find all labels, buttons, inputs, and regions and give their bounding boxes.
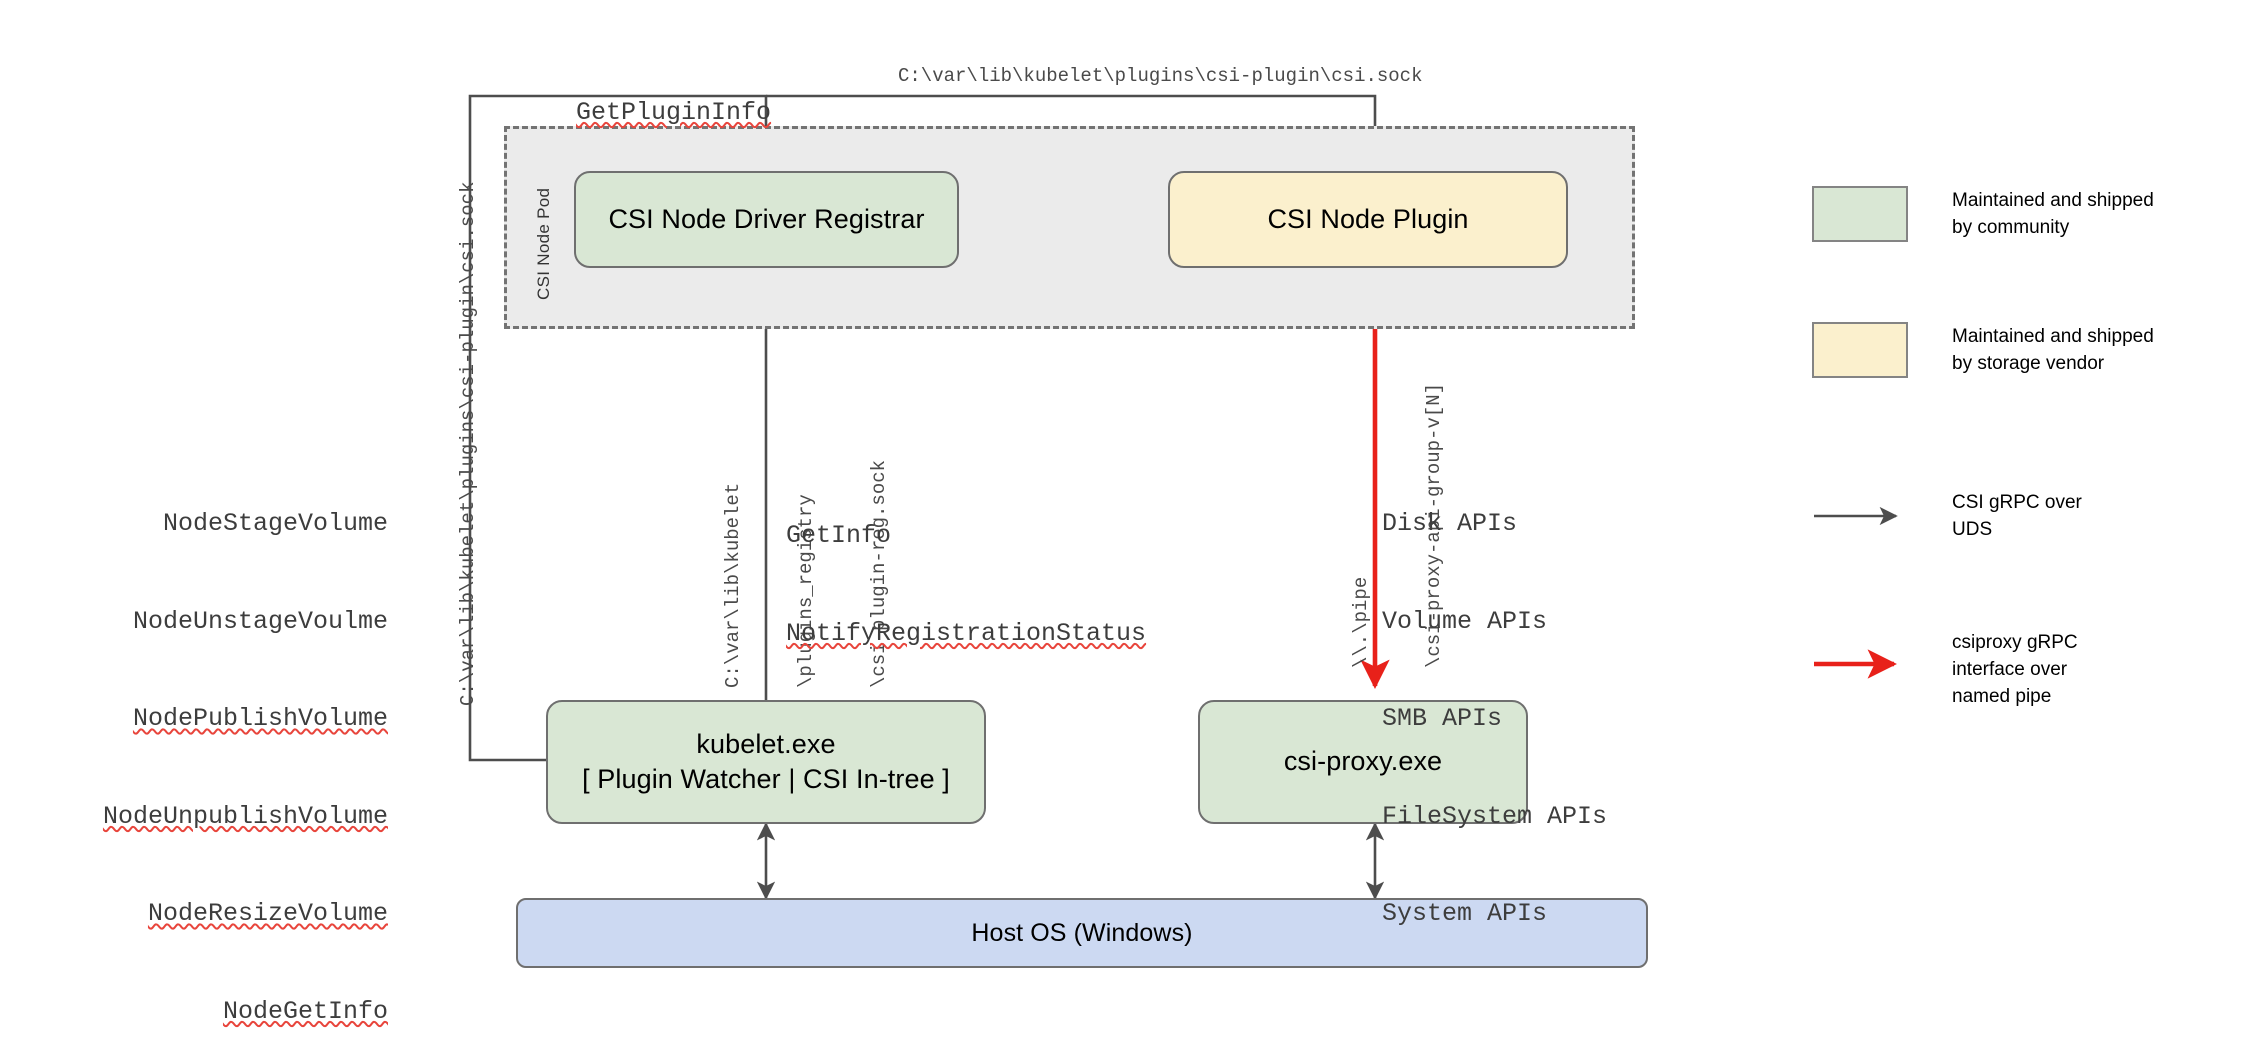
- legend-item-csiproxy-named-pipe: csiproxy gRPC interface over named pipe: [1812, 630, 2232, 711]
- api-disk: Disk APIs: [1382, 509, 1518, 538]
- annotation-line-get-info: GetInfo: [786, 521, 892, 550]
- annotation-csi-proxy-apis: Disk APIs Volume APIs SMB APIs FileSyste…: [1382, 443, 1607, 996]
- node-csi-proxy-exe[interactable]: csi-proxy.exe: [1198, 700, 1528, 824]
- annotation-node-service-calls: NodeStageVolume NodeUnstageVoulme NodePu…: [58, 443, 388, 1044]
- gray-arrow-icon: [1812, 490, 1908, 546]
- node-label-secondary: [ Plugin Watcher | CSI In-tree ]: [582, 764, 950, 794]
- node-csi-node-driver-registrar[interactable]: CSI Node Driver Registrar: [574, 171, 959, 268]
- annotation-registration-calls: GetInfo NotifyRegistrationStatus: [786, 455, 1146, 715]
- call-node-unpublish-volume: NodeUnpublishVolume: [102, 801, 388, 831]
- annotation-get-plugin-info: GetPluginInfo: [516, 64, 771, 162]
- annotation-csi-sock-left-vertical: C:\var\lib\kubelet\plugins\csi-plugin\cs…: [457, 181, 479, 707]
- call-node-get-info: NodeGetInfo: [222, 996, 388, 1026]
- legend-item-storage-vendor: Maintained and shipped by storage vendor: [1812, 322, 2232, 378]
- legend: Maintained and shipped by community Main…: [1812, 186, 2232, 711]
- node-label: Host OS (Windows): [971, 918, 1193, 947]
- call-node-publish-volume: NodePublishVolume: [132, 704, 388, 733]
- green-swatch: [1812, 186, 1908, 242]
- legend-item-csi-grpc-uds: CSI gRPC over UDS: [1812, 490, 2232, 546]
- api-volume: Volume APIs: [1382, 606, 1548, 636]
- api-smb: SMB APIs: [1382, 704, 1503, 733]
- csi-node-pod-label: CSI Node Pod: [534, 187, 553, 300]
- annotation-line: \\.\pipe: [1349, 576, 1372, 668]
- api-filesystem: FileSystem APIs: [1382, 801, 1608, 831]
- call-node-stage-volume: NodeStageVolume: [162, 509, 388, 538]
- annotation-line: C:\var\lib\kubelet: [721, 482, 744, 688]
- api-system: System APIs: [1382, 899, 1548, 928]
- legend-label: Maintained and shipped by community: [1952, 190, 2154, 238]
- annotation-text: GetPluginInfo: [576, 97, 772, 127]
- annotation-line-notify-registration-status: NotifyRegistrationStatus: [786, 618, 1147, 648]
- node-label-primary: kubelet.exe: [696, 728, 836, 759]
- yellow-swatch: [1812, 322, 1908, 378]
- node-label: CSI Node Plugin: [1267, 203, 1469, 234]
- node-label: csi-proxy.exe: [1283, 746, 1443, 777]
- legend-label: Maintained and shipped by storage vendor: [1952, 326, 2154, 374]
- node-host-os[interactable]: Host OS (Windows): [516, 898, 1648, 968]
- node-csi-node-plugin[interactable]: CSI Node Plugin: [1168, 171, 1568, 268]
- legend-label: CSI gRPC over UDS: [1952, 492, 2082, 540]
- annotation-csi-sock-top: C:\var\lib\kubelet\plugins\csi-plugin\cs…: [898, 65, 1423, 87]
- node-label: CSI Node Driver Registrar: [608, 203, 925, 234]
- call-node-resize-volume: NodeResizeVolume: [147, 899, 388, 928]
- red-arrow-icon: [1812, 630, 1908, 686]
- node-kubelet-exe[interactable]: kubelet.exe [ Plugin Watcher | CSI In-tr…: [546, 700, 986, 824]
- call-node-unstage-volume: NodeUnstageVoulme: [132, 606, 388, 636]
- legend-item-community: Maintained and shipped by community: [1812, 186, 2232, 242]
- legend-label: csiproxy gRPC interface over named pipe: [1952, 632, 2078, 707]
